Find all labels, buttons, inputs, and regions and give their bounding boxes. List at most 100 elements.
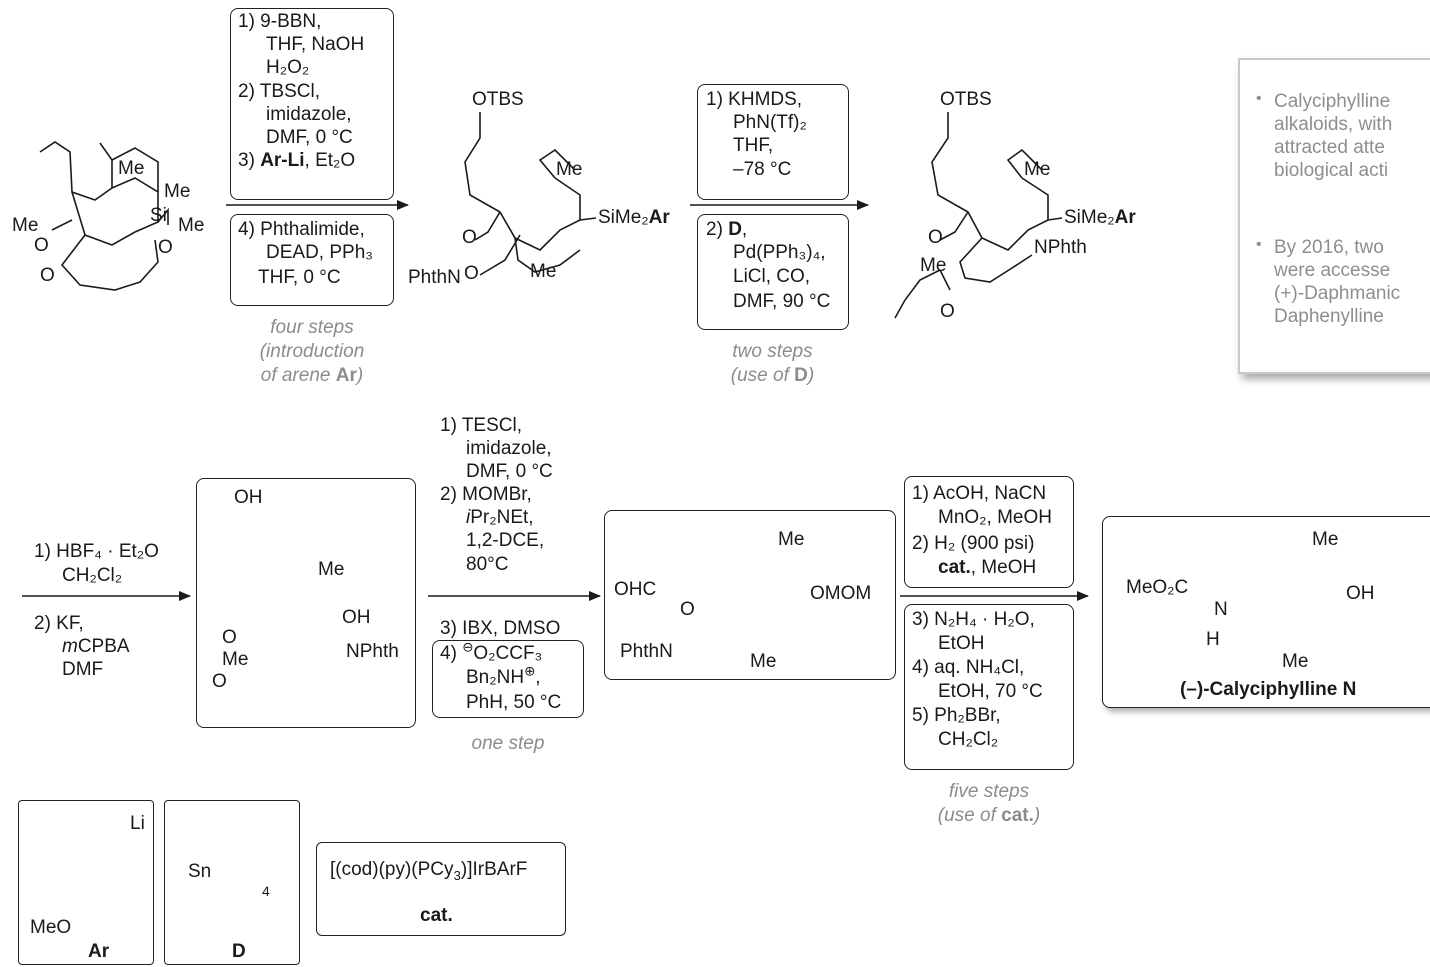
catalyst-formula: [(cod)(py)(PCy3)]IrBArF bbox=[330, 858, 528, 883]
step1-reagent-line: THF, NaOH bbox=[266, 34, 365, 55]
step3-reagent-line: DMF bbox=[62, 659, 104, 680]
ar-li-reagent: Ar-Li bbox=[260, 150, 305, 171]
step5-note-line: five steps bbox=[948, 781, 1030, 802]
atom-label: O bbox=[222, 627, 237, 648]
atom-label: Me bbox=[1024, 159, 1051, 180]
atom-label: Me bbox=[556, 159, 583, 180]
step5-note-line: (use of cat.) bbox=[904, 804, 1074, 827]
step1-reagent-line: DEAD, PPh₃ bbox=[266, 242, 373, 263]
legend-d-name: D bbox=[232, 941, 246, 962]
step1-reagent-line: DMF, 0 °C bbox=[266, 127, 353, 148]
atom-label: O bbox=[940, 301, 955, 322]
note-text: (use of bbox=[730, 365, 795, 386]
silyl: SiMe₂ bbox=[598, 207, 649, 228]
atom-label: Me bbox=[1312, 529, 1339, 550]
int1-skeleton bbox=[464, 112, 597, 276]
atom-label: Li bbox=[130, 813, 145, 834]
step4-reagent-line: 1) TESCl, bbox=[440, 415, 523, 436]
step1-reagent-line: THF, 0 °C bbox=[258, 267, 341, 288]
legend-d-box bbox=[164, 800, 300, 965]
step5-reagent-line: MnO₂, MeOH bbox=[938, 507, 1052, 528]
atom-label: Me bbox=[164, 181, 191, 202]
step4-reagent-line: 4) ⊖O₂CCF₃ bbox=[440, 639, 542, 665]
info-panel: • Calyciphylline alkaloids, with attract… bbox=[1238, 58, 1430, 374]
step3-reagent-line: 1) HBF₄ · Et₂O bbox=[34, 541, 159, 562]
atom-label: O bbox=[462, 227, 477, 248]
step1-reagent-line: 2) TBSCl, bbox=[238, 81, 321, 102]
atom-label: NPhth bbox=[346, 641, 399, 662]
solvent: , Et₂O bbox=[304, 150, 356, 171]
atom-label: Me bbox=[222, 649, 249, 670]
plus-charge: ⊕ bbox=[524, 663, 536, 679]
step5-reagent-line: CH₂Cl₂ bbox=[938, 729, 999, 750]
step5-reagent-box-top bbox=[904, 476, 1074, 588]
step2-reagent-line: –78 °C bbox=[733, 159, 792, 180]
atom-label: H bbox=[1206, 629, 1220, 650]
atom-label: OHC bbox=[614, 579, 657, 600]
catalyst-ref: cat. bbox=[938, 557, 971, 578]
step4-reagent-line: PhH, 50 °C bbox=[466, 692, 562, 713]
int2-skeleton bbox=[894, 112, 1063, 319]
comma: , bbox=[535, 667, 541, 688]
step2-reagent-box-top bbox=[697, 84, 849, 200]
atom-label: PhthN bbox=[408, 267, 461, 288]
step1-reagent-box-top bbox=[230, 8, 394, 200]
atom-label: O bbox=[34, 235, 49, 256]
atom-label: SiMe₂Ar bbox=[1064, 206, 1136, 229]
step4-reagent-line: 1,2-DCE, bbox=[466, 530, 545, 551]
step4-reagent-box bbox=[432, 640, 584, 718]
int4-box bbox=[604, 510, 896, 680]
step2-reagent-line: 2) D, bbox=[706, 218, 747, 241]
atom-label: Me bbox=[778, 529, 805, 550]
atom-label: O bbox=[40, 265, 55, 286]
atom-label: Me bbox=[118, 158, 145, 179]
step2-reagent-line: LiCl, CO, bbox=[733, 266, 811, 287]
atom-label: OH bbox=[342, 607, 371, 628]
step3-reagent-line: CH₂Cl₂ bbox=[62, 565, 123, 586]
atom-label: Me bbox=[178, 215, 205, 236]
atom-label: OMOM bbox=[810, 583, 872, 604]
iso-prefix: i bbox=[466, 507, 471, 528]
step1-note-line: four steps bbox=[270, 317, 354, 338]
atom-label: O bbox=[158, 237, 173, 258]
reagent-d: D bbox=[728, 219, 742, 240]
atom-label: OH bbox=[1346, 583, 1375, 604]
step2-reagent-line: DMF, 90 °C bbox=[733, 291, 831, 312]
atom-label: 4 bbox=[262, 883, 270, 899]
step5-reagent-line: cat., MeOH bbox=[938, 556, 1036, 579]
step-prefix: 3) bbox=[238, 150, 261, 171]
step4-reagent-line: iPr₂NEt, bbox=[466, 506, 534, 529]
step4-reagent-line: Bn₂NH⊕, bbox=[466, 663, 541, 689]
step1-reagent-line: 1) 9-BBN, bbox=[238, 11, 322, 32]
atom-label: SiMe₂Ar bbox=[598, 206, 670, 229]
note-close: ) bbox=[807, 365, 815, 386]
bullet-icon: • bbox=[1256, 90, 1262, 107]
solvent: , MeOH bbox=[970, 557, 1037, 578]
atom-label: MeO bbox=[30, 917, 72, 938]
info-line: (+)-Daphmanic bbox=[1274, 283, 1401, 304]
step4-reagent-line: 3) IBX, DMSO bbox=[440, 618, 561, 639]
note-ar: Ar bbox=[335, 365, 357, 386]
note-close: ) bbox=[356, 365, 364, 386]
info-line: attracted atte bbox=[1274, 137, 1385, 158]
atom-label: OH bbox=[234, 487, 263, 508]
atom-label: Me bbox=[12, 215, 39, 236]
step2-reagent-box-bottom bbox=[697, 214, 849, 330]
atom-label: Me bbox=[318, 559, 345, 580]
atom-label: Me bbox=[1282, 651, 1309, 672]
formula-sub: 3 bbox=[453, 867, 461, 883]
legend-ar-name: Ar bbox=[88, 941, 110, 962]
step2-reagent-line: THF, bbox=[733, 135, 774, 156]
step2-note-line: two steps bbox=[732, 341, 813, 362]
pr2net: Pr₂NEt, bbox=[470, 507, 534, 528]
step5-reagent-line: 1) AcOH, NaCN bbox=[912, 483, 1047, 504]
step1-note-line: (introduction bbox=[259, 341, 365, 362]
minus-charge: ⊖ bbox=[462, 639, 474, 655]
formula-post: )]IrBArF bbox=[460, 859, 528, 880]
atom-label: PhthN bbox=[620, 641, 673, 662]
atom-label: Sn bbox=[188, 861, 212, 882]
step5-reagent-line: 4) aq. NH₄Cl, bbox=[912, 657, 1025, 678]
step5-reagent-line: EtOH, 70 °C bbox=[938, 681, 1043, 702]
atom-label: O bbox=[680, 599, 695, 620]
note-cat: cat. bbox=[1001, 805, 1034, 826]
